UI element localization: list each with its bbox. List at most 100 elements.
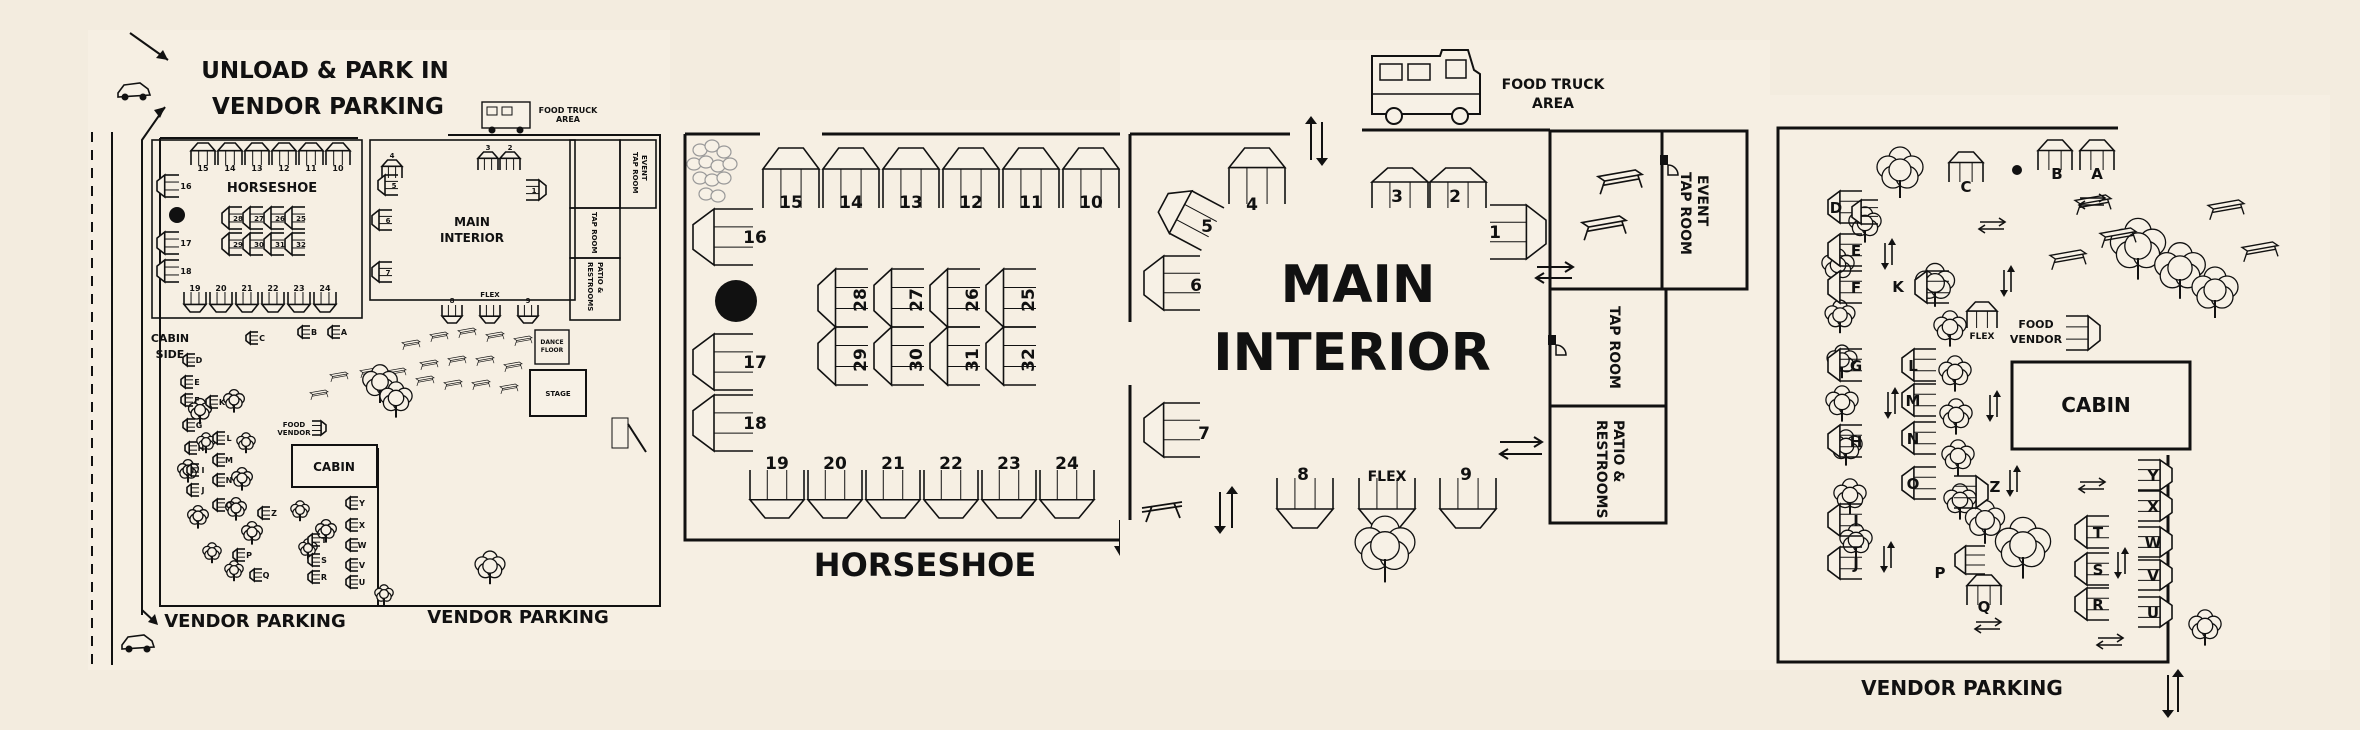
booth-22: [922, 470, 980, 519]
mini-booth-letter-Z: Z: [271, 509, 277, 518]
booth-31: [929, 325, 980, 387]
overview-panel: UNLOAD & PARK IN VENDOR PARKING HORSESHO…: [88, 30, 670, 670]
horseshoe-mini-label: HORSESHOE: [227, 181, 317, 196]
mini-booth-letter-T: T: [321, 536, 327, 545]
mini-booth-5: [377, 173, 398, 197]
booth-letter-J: J: [1852, 555, 1859, 573]
cabin-side-line1: CABIN: [151, 332, 189, 345]
booth-W: [2138, 525, 2173, 559]
booth-cabin-flex: [1965, 301, 1999, 328]
booth-number-25: 25: [1019, 288, 1039, 312]
mini-tree-3: [223, 388, 245, 413]
mini-booth-number-17: 17: [180, 239, 191, 248]
booth-number-24: 24: [1055, 454, 1079, 474]
mini-booth-number-32: 32: [296, 241, 306, 249]
mini-booth-number-13: 13: [251, 164, 262, 173]
mini-tap-room-label: TAP ROOM: [590, 212, 598, 254]
booth-number-28: 28: [851, 288, 871, 312]
mini-booth-R: [307, 569, 320, 585]
mini-booth-number-31: 31: [275, 241, 285, 249]
booth-number-20: 20: [823, 454, 847, 474]
booth-letter-P: P: [1935, 564, 1946, 582]
cabin-arrow-5: [1884, 387, 1899, 419]
mini-booth-letter-P: P: [246, 551, 252, 560]
mini-tree-14: [474, 550, 506, 585]
picnic-table-1: [1595, 169, 1645, 195]
mini-booth-10: [324, 142, 352, 165]
booth-number-9: 9: [1460, 465, 1472, 485]
mini-tree-17: [224, 560, 244, 582]
mini-booth-letter-V: V: [359, 561, 366, 570]
mini-booth-letter-D: D: [196, 356, 203, 365]
horseshoe-black-dot: [715, 280, 757, 322]
booth-6: [1143, 254, 1200, 312]
mini-booth-13: [243, 142, 271, 165]
mini-picnic-table-4: [513, 335, 533, 347]
vendor-parking-left-label: VENDOR PARKING: [164, 611, 345, 632]
booth-E: [1827, 232, 1862, 268]
mini-booth-letter-H: H: [198, 444, 205, 453]
booth-number-15: 15: [779, 193, 803, 213]
cabin-tree-18: [2154, 242, 2206, 299]
mini-booth-32: [284, 231, 305, 257]
cabin-arrow-10: [1880, 541, 1895, 573]
mini-tree-7: [231, 466, 253, 491]
mini-booth-20: [208, 292, 234, 313]
booth-letter-I: I: [1853, 512, 1859, 530]
mini-booth-number-21: 21: [241, 284, 253, 293]
booth-letter-Q: Q: [1978, 598, 1991, 616]
mini-booth-number-7: 7: [386, 269, 391, 277]
mini-booth-letter-Q: Q: [263, 571, 270, 580]
cabin-tree-13: [1941, 439, 1975, 476]
stage-label: STAGE: [545, 390, 570, 398]
mini-booth-number-10: 10: [332, 164, 344, 173]
booth-2: [1427, 167, 1489, 208]
booth-number-16: 16: [743, 228, 767, 248]
cabin-arrow-4: [1881, 238, 1896, 270]
booth-Z: [1954, 474, 1989, 510]
food-vendor-line2: VENDOR: [2010, 333, 2063, 346]
booth-32: [985, 325, 1036, 387]
mini-booth-29: [221, 231, 242, 257]
booth-11: [1001, 147, 1061, 208]
mini-booth-number-12: 12: [278, 164, 289, 173]
mini-booth-letter-G: G: [196, 421, 203, 430]
event-tap-room-door: [1660, 155, 1668, 165]
mini-booth-15: [189, 142, 217, 165]
booth-letter-Y: Y: [2147, 467, 2160, 485]
booth-Y: [2138, 458, 2173, 492]
mini-booth-number-19: 19: [189, 284, 201, 293]
mini-tree-10: [241, 520, 263, 545]
mini-event-tap-room-line1: EVENT: [640, 155, 648, 181]
mini-booth-6: [371, 208, 392, 232]
mini-picnic-table-12: [415, 375, 435, 387]
mini-booth-number-28: 28: [233, 215, 243, 223]
cabin-box: [2010, 360, 2192, 451]
mini-booth-number-26: 26: [275, 215, 285, 223]
mini-booth-number-23: 23: [293, 284, 304, 293]
picnic-table-2: [1579, 215, 1629, 241]
cabin-picnic-table-3: [2240, 241, 2280, 263]
mini-food-vendor-line2: VENDOR: [277, 429, 311, 437]
mini-booth-9: [516, 305, 540, 324]
mini-booth-number-1: 1: [532, 187, 537, 195]
mini-tree-16: [202, 542, 222, 564]
picnic-table-cluster: [309, 327, 533, 401]
cabin-side-picnic-tables: [2048, 194, 2280, 271]
cabin-black-dot: [2012, 165, 2022, 175]
booth-letter-D: D: [1830, 199, 1842, 217]
mini-booth-number-14: 14: [224, 164, 236, 173]
mini-booth-number-16: 16: [180, 182, 192, 191]
tap-room-door-swing: [1555, 344, 1567, 356]
food-truck-area-line2: AREA: [1532, 96, 1574, 112]
main-picnic-table-icon: [1141, 501, 1183, 523]
booth-number-10: 10: [1079, 193, 1103, 213]
mini-booth-letter-A: A: [341, 328, 348, 337]
cabin-side-arrows: [1880, 193, 2129, 650]
